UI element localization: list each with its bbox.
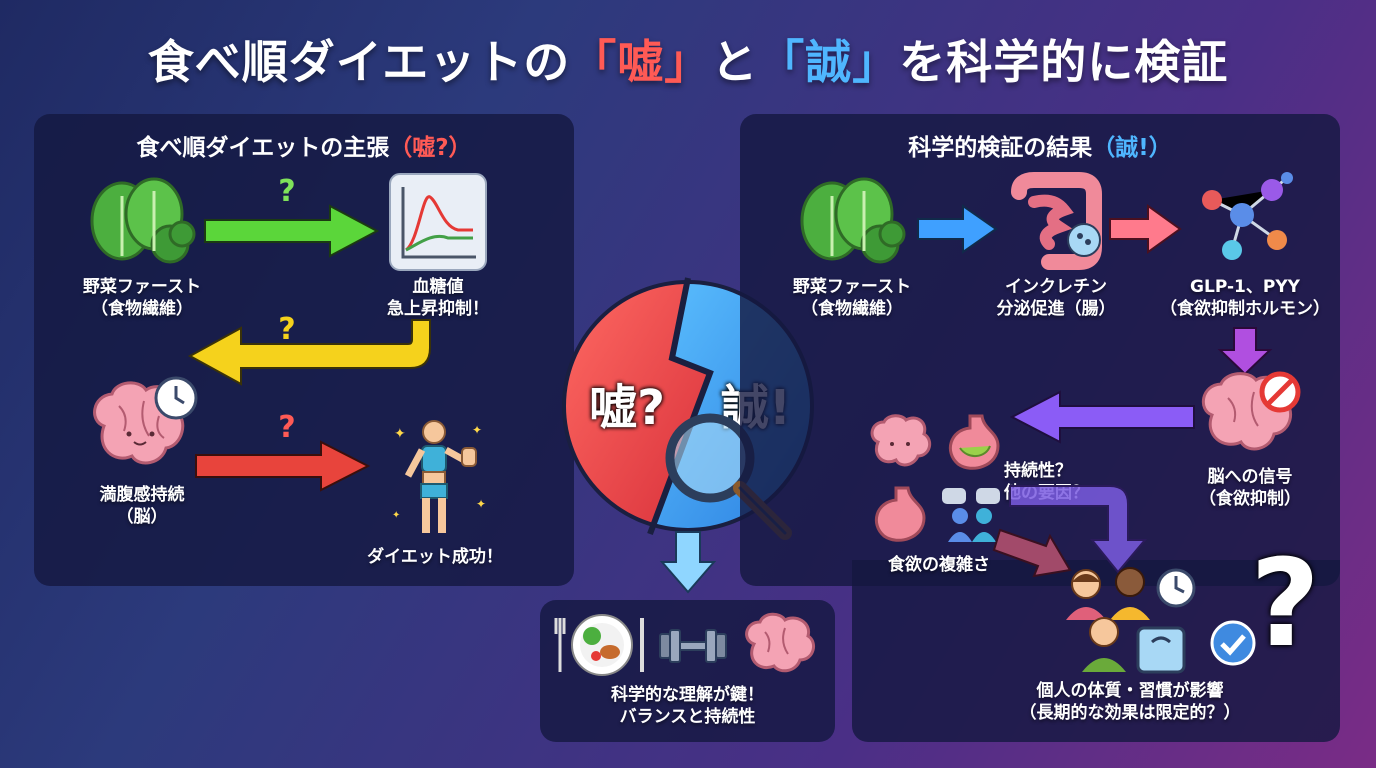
svg-text:✦: ✦ — [392, 510, 400, 521]
claims-title-text: 食べ順ダイエットの主張 — [136, 135, 390, 161]
brain-clock-icon — [93, 376, 198, 465]
results-title-text: 科学的検証の結果 — [908, 135, 1093, 161]
lie-text: 嘘? — [589, 380, 665, 436]
incretin-label-2: 分泌促進（腸） — [996, 299, 1116, 319]
yellow-arrow-icon — [187, 319, 431, 386]
big-question-mark: ? — [1250, 535, 1320, 674]
page-title: 食べ順ダイエットの「嘘」と「誠」を科学的に検証 — [0, 26, 1376, 92]
other-factors-label-1: 持続性？ — [1004, 461, 1072, 481]
people-talking-icon — [942, 488, 1000, 542]
individual-factors-label-2: （長期的な効果は限定的？） — [1019, 703, 1241, 723]
blood-sugar-label-2: 急上昇抑制！ — [387, 299, 489, 319]
conclusion-line-2: バランスと持続性 — [619, 707, 756, 727]
blood-sugar-label: 血糖値 急上昇抑制！ — [358, 276, 518, 320]
left-vegetable-label-2: （食物繊維） — [91, 299, 193, 319]
title-prefix: 食べ順ダイエットの — [147, 35, 571, 89]
results-title-tag: （誠!） — [1092, 135, 1172, 161]
stomach-icon — [948, 414, 1000, 470]
question-mark-red: ? — [278, 410, 296, 445]
hormone-label-2: （食欲抑制ホルモン） — [1160, 299, 1330, 319]
diet-success-label: ダイエット成功！ — [367, 547, 503, 567]
hormone-label: GLP-1、PYY （食欲抑制ホルモン） — [1150, 276, 1340, 320]
left-vegetable-label-1: 野菜ファースト — [82, 277, 202, 297]
green-arrow-icon — [204, 204, 380, 258]
right-vegetable-label-1: 野菜ファースト — [792, 277, 912, 297]
satiety-label: 満腹感持続 （脳） — [62, 484, 222, 528]
title-suffix: を科学的に検証 — [899, 35, 1229, 89]
pink-arrow-icon — [1109, 204, 1182, 254]
svg-text:✦: ✦ — [472, 423, 482, 437]
svg-text:✦: ✦ — [394, 426, 406, 442]
appetite-complexity-label: 食欲の複雑さ — [888, 555, 990, 575]
svg-text:✦: ✦ — [476, 497, 486, 511]
success-figure-icon: ✦ ✦ ✦ ✦ — [392, 420, 486, 533]
small-brain-icon — [870, 414, 932, 467]
claims-title-tag: （嘘?） — [389, 135, 472, 161]
down-arrow-icon — [659, 531, 717, 594]
right-vegetable-label-2: （食物繊維） — [801, 299, 903, 319]
brain-signal-label-2: （食欲抑制） — [1199, 489, 1301, 509]
right-vegetable-label: 野菜ファースト （食物繊維） — [772, 276, 932, 320]
satiety-label-2: （脳） — [116, 507, 168, 527]
hormone-molecule-icon — [1202, 172, 1293, 260]
hormone-label-1: GLP-1、PYY — [1190, 277, 1300, 297]
brain-no-sign-icon — [1201, 371, 1301, 451]
purple-arrow-icon — [1009, 390, 1195, 444]
diagonal-arrow-icon — [992, 485, 1148, 578]
question-mark-yellow: ? — [278, 312, 296, 347]
brain-icon — [745, 612, 816, 673]
question-mark-green: ? — [278, 174, 296, 209]
individual-factors-label-1: 個人の体質・習慣が影響 — [1036, 681, 1224, 701]
title-lie: 「嘘」 — [570, 35, 712, 89]
individual-people-icon — [1066, 567, 1196, 674]
vegetable-icon-right — [800, 177, 906, 264]
claims-panel-title: 食べ順ダイエットの主張（嘘?） — [34, 128, 574, 162]
stomach-icon-2 — [874, 486, 926, 542]
violet-down-arrow-icon — [1217, 327, 1273, 376]
red-arrow-icon — [195, 440, 371, 492]
title-mid: と — [711, 35, 759, 89]
incretin-label-1: インクレチン — [1005, 277, 1107, 297]
incretin-label: インクレチン 分泌促進（腸） — [976, 276, 1136, 320]
blue-arrow-icon — [917, 204, 998, 254]
vegetable-icon — [90, 177, 196, 264]
title-truth: 「誠」 — [758, 35, 900, 89]
blood-sugar-label-1: 血糖値 — [412, 277, 464, 297]
left-vegetable-label: 野菜ファースト （食物繊維） — [62, 276, 222, 320]
satiety-label-1: 満腹感持続 — [99, 485, 185, 505]
check-badge-icon — [1210, 620, 1256, 666]
brain-signal-label: 脳への信号 （食欲抑制） — [1170, 466, 1330, 510]
intestine-icon — [1011, 172, 1102, 270]
results-panel-title: 科学的検証の結果（誠!） — [740, 128, 1340, 162]
conclusion-text: 科学的な理解が鍵！ バランスと持続性 — [540, 684, 835, 728]
blood-sugar-chart-icon — [389, 173, 487, 271]
dumbbell-icon — [659, 629, 727, 663]
brain-signal-label-1: 脳への信号 — [1207, 467, 1293, 487]
plate-fork-knife-icon — [554, 614, 644, 676]
conclusion-line-1: 科学的な理解が鍵！ — [611, 685, 764, 705]
individual-factors-label: 個人の体質・習慣が影響 （長期的な効果は限定的？） — [960, 680, 1300, 724]
